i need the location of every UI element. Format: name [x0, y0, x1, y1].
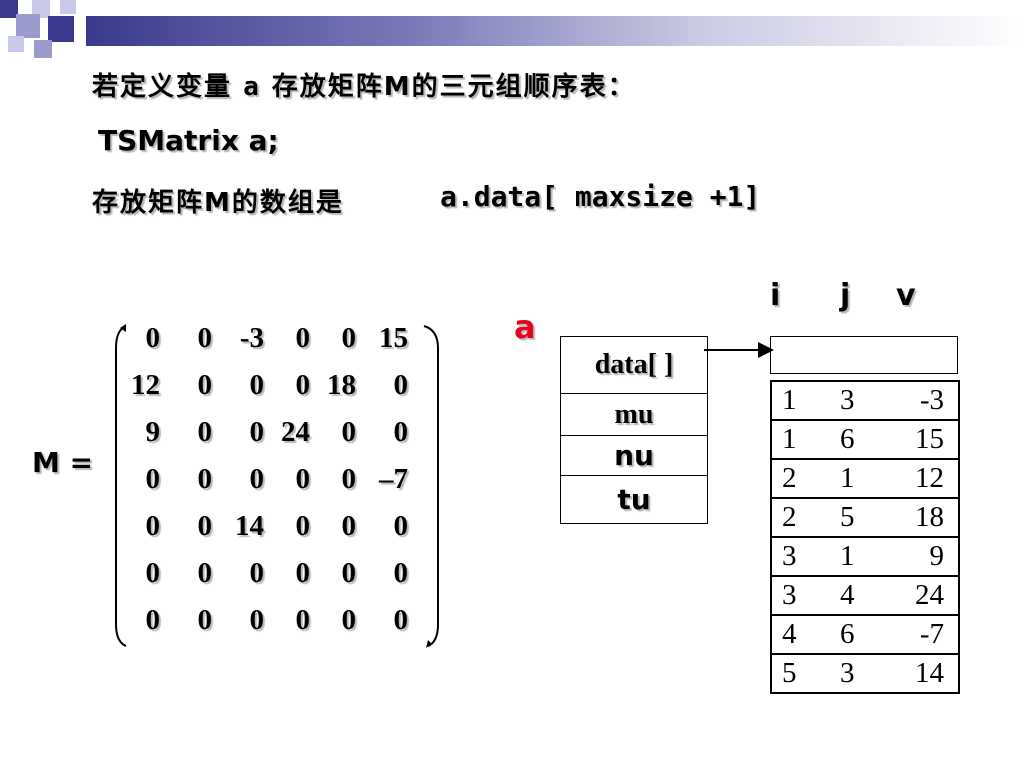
triple-cell: 5 [832, 497, 890, 538]
triple-cell: -3 [890, 380, 960, 421]
matrix-cell: 0 [145, 510, 161, 542]
matrix-cell: 24 [281, 416, 310, 448]
matrix-cell: 0 [393, 604, 409, 636]
triple-cell: 5 [770, 653, 832, 694]
matrix-cell: 0 [295, 510, 311, 542]
matrix-cell: 0 [295, 463, 311, 495]
matrix-cell: 0 [197, 463, 213, 495]
line1-suffix: 存放矩阵M的三元组顺序表： [260, 72, 636, 102]
matrix-cell: 0 [197, 416, 213, 448]
header-gradient-bar [86, 16, 1024, 46]
matrix-cell: 0 [197, 557, 213, 589]
struct-field-nu: nu [561, 435, 707, 475]
matrix-cell: 0 [145, 604, 161, 636]
matrix-cell: 0 [341, 416, 357, 448]
matrix-cell: 0 [341, 510, 357, 542]
matrix-cell: 0 [249, 557, 265, 589]
triple-cell: 3 [770, 536, 832, 577]
triple-cell: 1 [832, 458, 890, 499]
matrix-cell: –7 [379, 463, 408, 495]
triple-cell: -7 [890, 614, 960, 655]
array-code: a.data[ maxsize +1] [440, 180, 761, 213]
triple-cell: 2 [770, 458, 832, 499]
matrix-cell: 0 [295, 557, 311, 589]
line1-prefix: 若定义变量 [92, 72, 244, 102]
triple-cell: 1 [770, 419, 832, 460]
matrix-cell: 0 [393, 369, 409, 401]
struct-field-tu: tu [561, 475, 707, 523]
triple-cell: 14 [890, 653, 960, 694]
definition-line: 若定义变量 a 存放矩阵M的三元组顺序表： [92, 66, 636, 103]
matrix-cell: 0 [145, 557, 161, 589]
matrix-cell: 18 [327, 369, 356, 401]
matrix-cell: 0 [145, 322, 161, 354]
column-header-i: i [770, 278, 781, 313]
matrix-cell: 0 [341, 557, 357, 589]
matrix-cell: 0 [197, 322, 213, 354]
matrix-cell: 15 [379, 322, 408, 354]
line1-variable: a [243, 72, 261, 102]
matrix-cell: 14 [235, 510, 264, 542]
array-description: 存放矩阵M的数组是 [92, 188, 344, 218]
matrix-cell: 0 [197, 510, 213, 542]
matrix-cell: 0 [249, 369, 265, 401]
matrix-cell: 0 [393, 416, 409, 448]
struct-box: data[ ] mu nu tu [560, 336, 708, 524]
triple-cell: 4 [770, 614, 832, 655]
triple-cell: 1 [832, 536, 890, 577]
matrix-cell: 0 [145, 463, 161, 495]
triple-cell: 18 [890, 497, 960, 538]
triple-cell: 6 [832, 614, 890, 655]
header-decoration [0, 0, 1024, 60]
struct-field-mu: mu [561, 393, 707, 435]
matrix-cell: 0 [249, 604, 265, 636]
triple-cell: 3 [832, 380, 890, 421]
triple-cell: 6 [832, 419, 890, 460]
matrix-cell: 0 [341, 322, 357, 354]
matrix-cell: 0 [295, 322, 311, 354]
matrix-cell: 12 [131, 369, 160, 401]
declaration-line: TSMatrix a; [98, 124, 279, 157]
matrix-cell: 0 [341, 463, 357, 495]
matrix-cell: 0 [393, 510, 409, 542]
triple-cell: 9 [890, 536, 960, 577]
matrix-cell: 0 [249, 416, 265, 448]
matrix-cell: 0 [393, 557, 409, 589]
column-header-j: j [840, 278, 851, 313]
triple-cell: 3 [832, 653, 890, 694]
matrix-cell: 0 [197, 369, 213, 401]
triple-cell: 2 [770, 497, 832, 538]
matrix-cell: 0 [197, 604, 213, 636]
matrix-cell: 0 [341, 604, 357, 636]
triple-table-header-cell [770, 336, 958, 374]
pointer-arrow-icon [704, 342, 774, 358]
struct-field-data: data[ ] [594, 349, 674, 380]
matrix-brackets [115, 324, 439, 648]
triple-cell: 24 [890, 575, 960, 616]
triple-cell: 15 [890, 419, 960, 460]
matrix-label: M = [32, 446, 94, 479]
struct-variable-label: a [514, 308, 536, 346]
triple-cell: 1 [770, 380, 832, 421]
matrix-cell: -3 [239, 322, 264, 354]
matrix-cell: 9 [145, 416, 161, 448]
triple-cell: 12 [890, 458, 960, 499]
column-header-v: v [896, 278, 916, 313]
triple-cell: 3 [770, 575, 832, 616]
matrix-cell: 0 [295, 369, 311, 401]
matrix-cell: 0 [295, 604, 311, 636]
triple-cell: 4 [832, 575, 890, 616]
matrix-cell: 0 [249, 463, 265, 495]
